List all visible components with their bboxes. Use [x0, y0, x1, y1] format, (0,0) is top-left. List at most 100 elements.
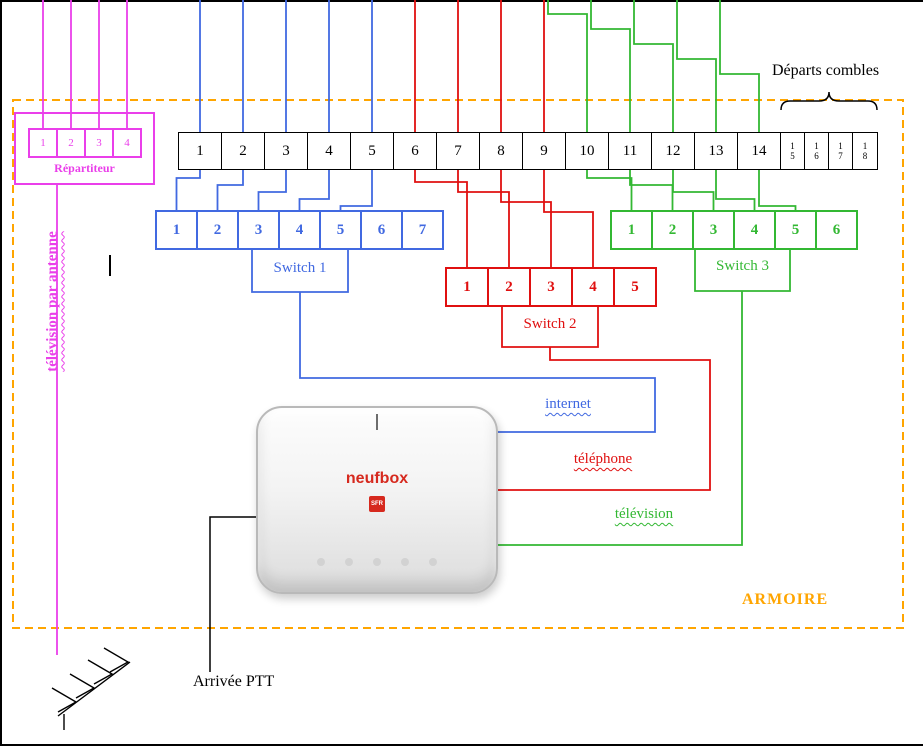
- television-feed: [498, 291, 743, 546]
- switch3-port: 6: [817, 212, 856, 248]
- port-number: 11: [622, 142, 638, 159]
- green-wires: [498, 0, 797, 546]
- patch-panel-port: 6: [394, 133, 437, 169]
- patch-panel-combles-port: 18: [853, 133, 877, 169]
- patch-panel-port: 8: [480, 133, 523, 169]
- patch-panel-port: 2: [222, 133, 265, 169]
- port-number: 10: [579, 142, 595, 159]
- switch3-port: 3: [694, 212, 735, 248]
- port-number: 2: [668, 221, 677, 238]
- switch1-port: 5: [321, 212, 362, 248]
- ptt-line: [209, 516, 256, 672]
- port-number: 4: [124, 137, 130, 149]
- patch-panel-port: 10: [566, 133, 609, 169]
- switch2-port: 3: [531, 269, 573, 305]
- armoire-label: ARMOIRE: [742, 591, 829, 608]
- switch2-port: 4: [573, 269, 615, 305]
- patch-panel-combles-ports: 15 16 17 18: [781, 133, 877, 169]
- patch-panel-port: 12: [652, 133, 695, 169]
- internet-feed: [299, 292, 656, 433]
- switch1-port: 7: [403, 212, 442, 248]
- port-number: 6: [377, 221, 386, 238]
- switch1-port: 1: [157, 212, 198, 248]
- sfr-logo: SFR: [369, 496, 385, 512]
- port-number: 2: [505, 278, 513, 295]
- port-number: 3: [547, 278, 555, 295]
- port-number: 18: [862, 140, 868, 161]
- port-number: 1: [463, 278, 471, 295]
- port-number: 1: [196, 142, 204, 159]
- switch3-port: 4: [735, 212, 776, 248]
- patch-panel-port: 11: [609, 133, 652, 169]
- tv-antenna-icon: [51, 647, 131, 730]
- telephone-feed: [498, 347, 711, 491]
- blue-uplinks: [199, 0, 373, 132]
- neufbox-router: neufbox SFR: [256, 406, 498, 594]
- patch-panel-port: 3: [265, 133, 308, 169]
- switch2: 1 2 3 4 5: [445, 267, 657, 307]
- departs-combles-label: Départs combles: [772, 62, 880, 79]
- port-number: 16: [814, 140, 819, 161]
- port-number: 3: [96, 137, 102, 149]
- port-number: 13: [708, 142, 724, 159]
- repartiteur-port: 3: [84, 128, 114, 158]
- port-number: 6: [832, 221, 841, 238]
- switch1-port: 4: [280, 212, 321, 248]
- port-number: 8: [497, 142, 505, 159]
- patch-panel-port: 13: [695, 133, 738, 169]
- led: [317, 558, 325, 566]
- repartiteur-port: 2: [56, 128, 86, 158]
- switch3-port: 5: [776, 212, 817, 248]
- port-number: 4: [589, 278, 597, 295]
- internet-label: internet: [545, 396, 591, 412]
- patch-panel-combles-port: 16: [805, 133, 829, 169]
- led: [345, 558, 353, 566]
- switch2-label: Switch 2: [523, 316, 577, 332]
- green-uplinks: [547, 0, 760, 132]
- patch-panel-port: 7: [437, 133, 480, 169]
- port-number: 2: [213, 221, 222, 238]
- switch3-port: 2: [653, 212, 694, 248]
- port-number: 5: [631, 278, 639, 295]
- green-staircase: [586, 170, 797, 210]
- port-number: 3: [282, 142, 290, 159]
- port-number: 1: [172, 221, 181, 238]
- switch1-port: 3: [239, 212, 280, 248]
- port-number: 15: [790, 140, 795, 161]
- repartiteur-box: [14, 112, 155, 185]
- patch-panel-port: 14: [738, 133, 781, 169]
- television-label: télévision: [614, 506, 674, 522]
- switch3-port: 1: [612, 212, 653, 248]
- port-number: 17: [838, 140, 843, 161]
- status-leds: [258, 558, 496, 566]
- switch1: 1 2 3 4 5 6 7: [155, 210, 444, 250]
- port-number: 1: [40, 137, 46, 149]
- port-number: 5: [336, 221, 345, 238]
- port-number: 2: [239, 142, 247, 159]
- port-number: 1: [627, 221, 636, 238]
- port-number: 3: [709, 221, 718, 238]
- port-number: 7: [418, 221, 427, 238]
- repartiteur-port: 4: [112, 128, 142, 158]
- port-number: 4: [295, 221, 304, 238]
- port-number: 4: [325, 142, 333, 159]
- patch-panel-combles-port: 17: [829, 133, 853, 169]
- combles-brace: [780, 91, 878, 111]
- port-number: 3: [254, 221, 263, 238]
- port-number: 5: [791, 221, 800, 238]
- repartiteur-port: 1: [28, 128, 58, 158]
- repartiteur-label: Répartiteur: [54, 161, 115, 175]
- patch-panel-port: 5: [351, 133, 394, 169]
- port-number: 5: [368, 142, 376, 159]
- led: [401, 558, 409, 566]
- port-number: 7: [454, 142, 462, 159]
- black-misc: [51, 91, 878, 730]
- switch1-port: 6: [362, 212, 403, 248]
- patch-panel-combles-port: 15: [781, 133, 805, 169]
